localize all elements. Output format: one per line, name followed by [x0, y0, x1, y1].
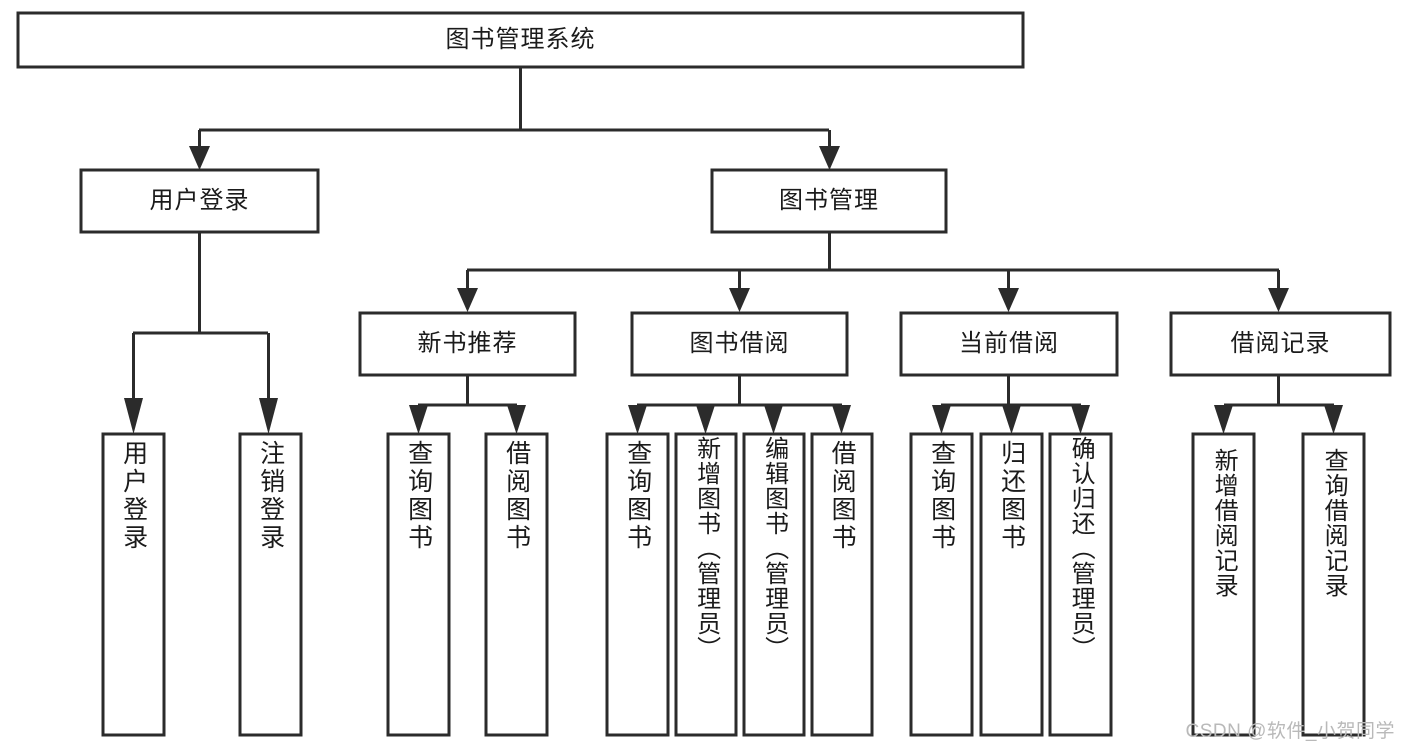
- node-box-leaf-borrow-book-2[interactable]: [810, 432, 874, 737]
- node-box-leaf-query-record[interactable]: [1301, 432, 1366, 737]
- arrow-head-leaf-borrow-book-2: [832, 405, 851, 434]
- node-box-leaf-user-login[interactable]: [101, 432, 166, 737]
- connector-group-borrow-record-to-leaves: [1214, 375, 1343, 434]
- connector-group-root-to-level2: [189, 67, 840, 170]
- connector-group-user-login-to-leaves: [124, 232, 278, 434]
- arrow-head-leaf-add-book: [696, 405, 715, 434]
- node-box-leaf-add-book[interactable]: [674, 432, 738, 737]
- arrow-head-leaf-query-book-3: [932, 405, 951, 434]
- node-box-leaf-query-book-1[interactable]: [386, 432, 451, 737]
- arrow-head-book-borrow: [729, 288, 750, 312]
- node-box-leaf-return-book[interactable]: [979, 432, 1044, 737]
- node-box-book-manage[interactable]: [710, 168, 948, 234]
- node-box-leaf-query-book-2[interactable]: [605, 432, 670, 737]
- node-box-user-login[interactable]: [79, 168, 320, 234]
- node-box-leaf-confirm-return[interactable]: [1048, 432, 1113, 737]
- node-box-leaf-edit-book[interactable]: [742, 432, 806, 737]
- node-box-leaf-query-book-3[interactable]: [909, 432, 974, 737]
- node-box-leaf-logout[interactable]: [238, 432, 303, 737]
- node-box-current-borrow[interactable]: [899, 311, 1119, 377]
- arrow-head-leaf-edit-book: [764, 405, 783, 434]
- arrow-head-leaf-borrow-book-1: [507, 405, 526, 434]
- arrow-head-leaf-add-record: [1214, 405, 1233, 434]
- node-box-borrow-record[interactable]: [1169, 311, 1392, 377]
- node-box-new-book-rec[interactable]: [358, 311, 577, 377]
- arrow-head-current-borrow: [998, 288, 1019, 312]
- arrow-head-leaf-query-book-1: [409, 405, 428, 434]
- connector-group-current-borrow-to-leaves: [932, 375, 1090, 434]
- arrow-head-user-login: [189, 146, 210, 170]
- connector-group-new-book-rec-to-leaves: [409, 375, 526, 434]
- node-box-book-borrow[interactable]: [630, 311, 849, 377]
- connector-group-book-borrow-to-leaves: [628, 375, 851, 434]
- arrow-head-leaf-logout: [259, 398, 278, 434]
- node-box-leaf-add-record[interactable]: [1191, 432, 1256, 737]
- connector-group-book-manage-to-level3: [457, 232, 1289, 312]
- node-box-leaf-borrow-book-1[interactable]: [484, 432, 549, 737]
- arrow-head-leaf-return-book: [1002, 405, 1021, 434]
- arrow-head-new-book-rec: [457, 288, 478, 312]
- node-box-root[interactable]: [16, 11, 1025, 69]
- arrow-head-leaf-query-book-2: [628, 405, 647, 434]
- arrow-head-book-manage: [819, 146, 840, 170]
- arrow-head-borrow-record: [1268, 288, 1289, 312]
- arrow-head-leaf-user-login: [124, 398, 143, 434]
- arrow-head-leaf-confirm-return: [1071, 405, 1090, 434]
- arrow-head-leaf-query-record: [1324, 405, 1343, 434]
